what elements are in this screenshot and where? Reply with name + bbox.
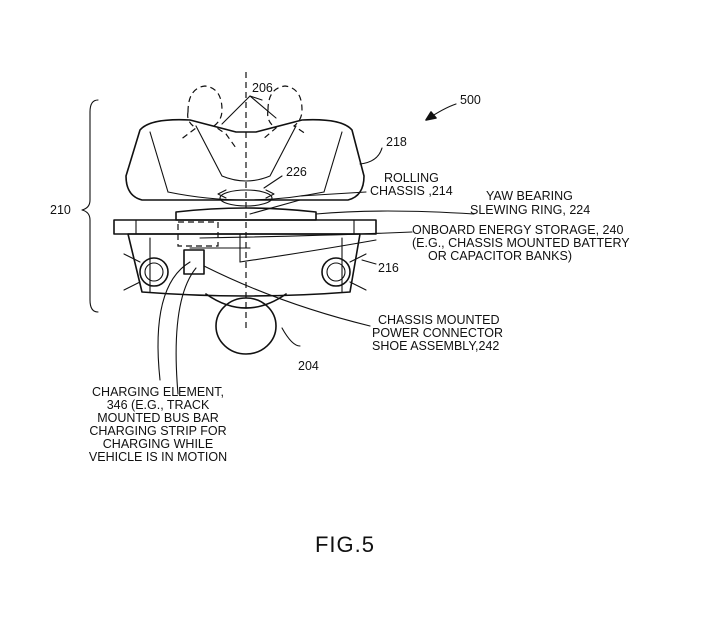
vehicle-body [125,118,365,207]
svg-text:ONBOARD ENERGY STORAGE, 240: ONBOARD ENERGY STORAGE, 240 [412,223,623,237]
svg-text:CHASSIS MOUNTED: CHASSIS MOUNTED [378,313,500,327]
svg-text:MOUNTED BUS BAR: MOUNTED BUS BAR [97,411,219,425]
rider-figures [179,85,307,149]
svg-text:SLEWING RING, 224: SLEWING RING, 224 [470,203,590,217]
label-energy-storage: ONBOARD ENERGY STORAGE, 240 (E.G., CHASS… [412,223,630,263]
svg-text:CHARGING STRIP FOR: CHARGING STRIP FOR [89,424,226,438]
svg-text:CHARGING ELEMENT,: CHARGING ELEMENT, [92,385,224,399]
svg-text:YAW BEARING: YAW BEARING [486,189,573,203]
svg-text:346 (E.G., TRACK: 346 (E.G., TRACK [107,398,210,412]
svg-text:VEHICLE IS IN MOTION: VEHICLE IS IN MOTION [89,450,227,464]
ref-226: 226 [286,165,307,179]
ref-500: 500 [460,93,481,107]
label-yaw-bearing: YAW BEARING SLEWING RING, 224 [470,189,590,217]
svg-text:CHARGING WHILE: CHARGING WHILE [103,437,213,451]
label-rolling-chassis: ROLLING CHASSIS ,214 [370,171,453,198]
svg-text:CHASSIS ,214: CHASSIS ,214 [370,184,453,198]
bracket-210 [81,99,99,313]
svg-text:(E.G., CHASSIS MOUNTED BATTERY: (E.G., CHASSIS MOUNTED BATTERY [412,236,630,250]
ref-216: 216 [378,261,399,275]
svg-text:OR CAPACITOR BANKS): OR CAPACITOR BANKS) [428,249,572,263]
svg-text:ROLLING: ROLLING [384,171,439,185]
label-charging-element: CHARGING ELEMENT, 346 (E.G., TRACK MOUNT… [89,385,227,464]
ref-204: 204 [298,359,319,373]
ref-218: 218 [386,135,407,149]
label-connector-shoe: CHASSIS MOUNTED POWER CONNECTOR SHOE ASS… [372,313,503,353]
rolling-chassis [113,207,377,355]
leader-lines [157,95,475,395]
figure-caption: FIG.5 [315,532,375,557]
ref-210: 210 [50,203,71,217]
svg-text:SHOE ASSEMBLY,242: SHOE ASSEMBLY,242 [372,339,499,353]
svg-text:POWER CONNECTOR: POWER CONNECTOR [372,326,503,340]
ref-206: 206 [252,81,273,95]
